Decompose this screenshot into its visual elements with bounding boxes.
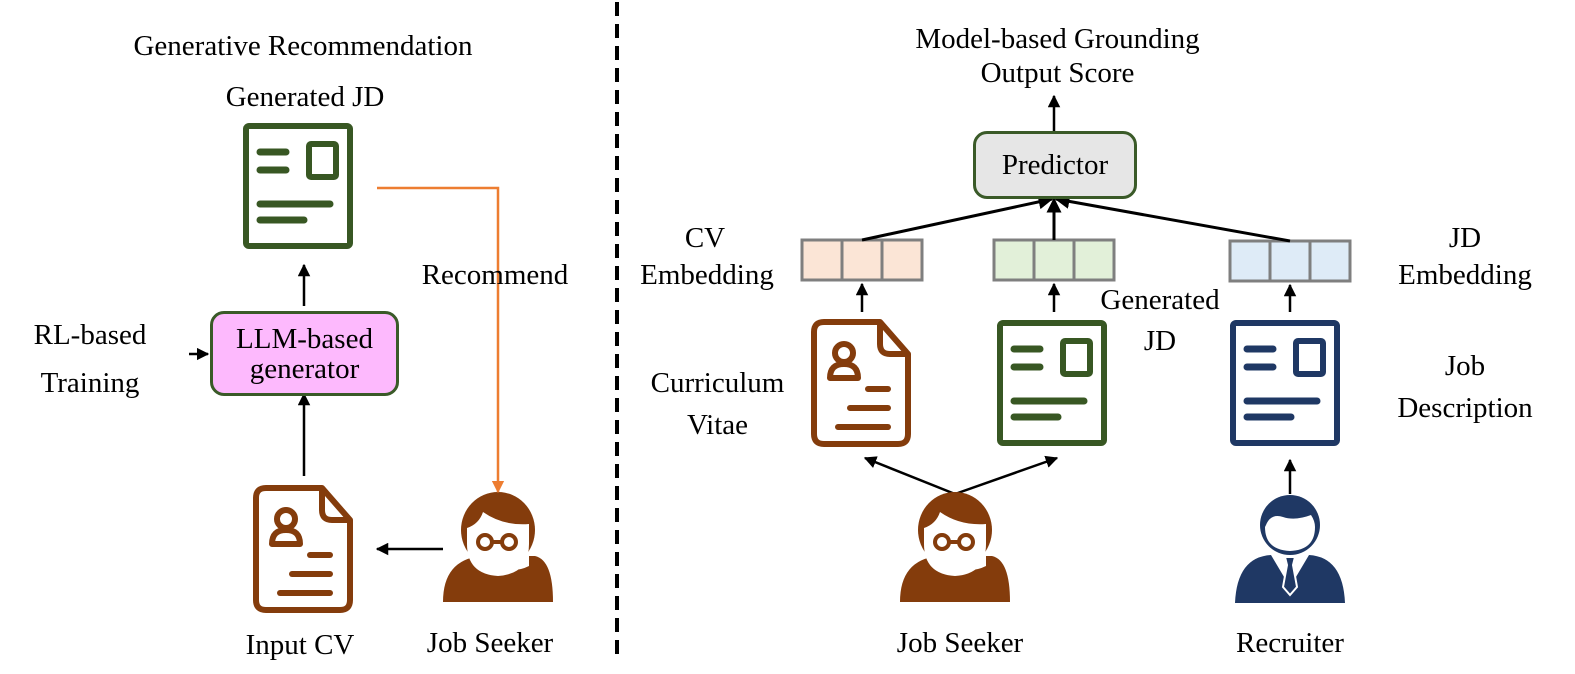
job-description-document-icon — [1233, 323, 1337, 443]
job-seeker-right-icon — [898, 490, 1012, 604]
arrow-jd-emb-to-predictor — [1054, 194, 1291, 243]
recruiter-icon — [1234, 494, 1346, 604]
jd-embedding-label-line2: Embedding — [1398, 259, 1532, 291]
job-description-label-line2: Description — [1397, 392, 1533, 424]
cv-embedding-label-line2: Embedding — [640, 259, 774, 291]
generated-jd-right-label-line1: Generated — [1100, 284, 1220, 316]
predictor-label: Predictor — [1001, 149, 1109, 181]
recommend-arrow — [377, 186, 505, 494]
cv-embedding-label-line1: CV — [684, 222, 726, 254]
grounding-title-line2: Output Score — [980, 57, 1135, 89]
recommend-label: Recommend — [421, 259, 569, 291]
gen-embedding-cell — [992, 238, 1036, 282]
arrow-seeker-to-cv-right — [863, 456, 956, 496]
jd-embedding-vector — [1228, 239, 1352, 283]
job-description-label-line1: Job — [1444, 350, 1486, 382]
job-seeker-label-right: Job Seeker — [896, 627, 1024, 659]
left-panel-title: Generative Recommendation — [133, 30, 473, 62]
generated-jd-document-icon — [246, 126, 350, 246]
recruiter-label: Recruiter — [1236, 627, 1344, 659]
cv-embedding-cell — [840, 238, 884, 282]
cv-embedding-cell — [880, 238, 924, 282]
generated-jd-right-label-line2: JD — [1143, 325, 1177, 357]
rl-training-label-line2: Training — [40, 367, 140, 399]
generated-jd-embedding-vector — [992, 238, 1116, 282]
jd-embedding-cell — [1268, 239, 1312, 283]
arrow-cv-emb-to-predictor — [861, 194, 1054, 242]
curriculum-vitae-document-icon — [814, 322, 908, 444]
cv-embedding-cell — [800, 238, 844, 282]
gen-embedding-cell — [1072, 238, 1116, 282]
grounding-title-line1: Model-based Grounding — [915, 23, 1200, 55]
llm-generator-line2: generator — [249, 352, 360, 385]
input-cv-document-icon — [256, 488, 350, 610]
jd-embedding-cell — [1228, 239, 1272, 283]
arrow-seeker-to-genjd-right — [954, 455, 1059, 496]
llm-generator-line1: LLM-based — [236, 322, 373, 355]
curriculum-vitae-label-line2: Vitae — [686, 409, 749, 441]
curriculum-vitae-label-line1: Curriculum — [650, 367, 785, 399]
rl-training-label-line1: RL-based — [33, 319, 147, 351]
job-seeker-label-left: Job Seeker — [426, 627, 554, 659]
gen-embedding-cell — [1032, 238, 1076, 282]
cv-embedding-vector — [800, 238, 924, 282]
generated-jd-label: Generated JD — [225, 81, 385, 113]
input-cv-label: Input CV — [245, 629, 355, 661]
jd-embedding-label-line1: JD — [1448, 222, 1482, 254]
predictor-box: Predictor — [973, 131, 1137, 199]
job-seeker-left-icon — [441, 490, 555, 604]
llm-generator-box: LLM-based generator — [210, 311, 399, 396]
jd-embedding-cell — [1308, 239, 1352, 283]
generated-jd-document-icon-right — [1000, 323, 1104, 443]
